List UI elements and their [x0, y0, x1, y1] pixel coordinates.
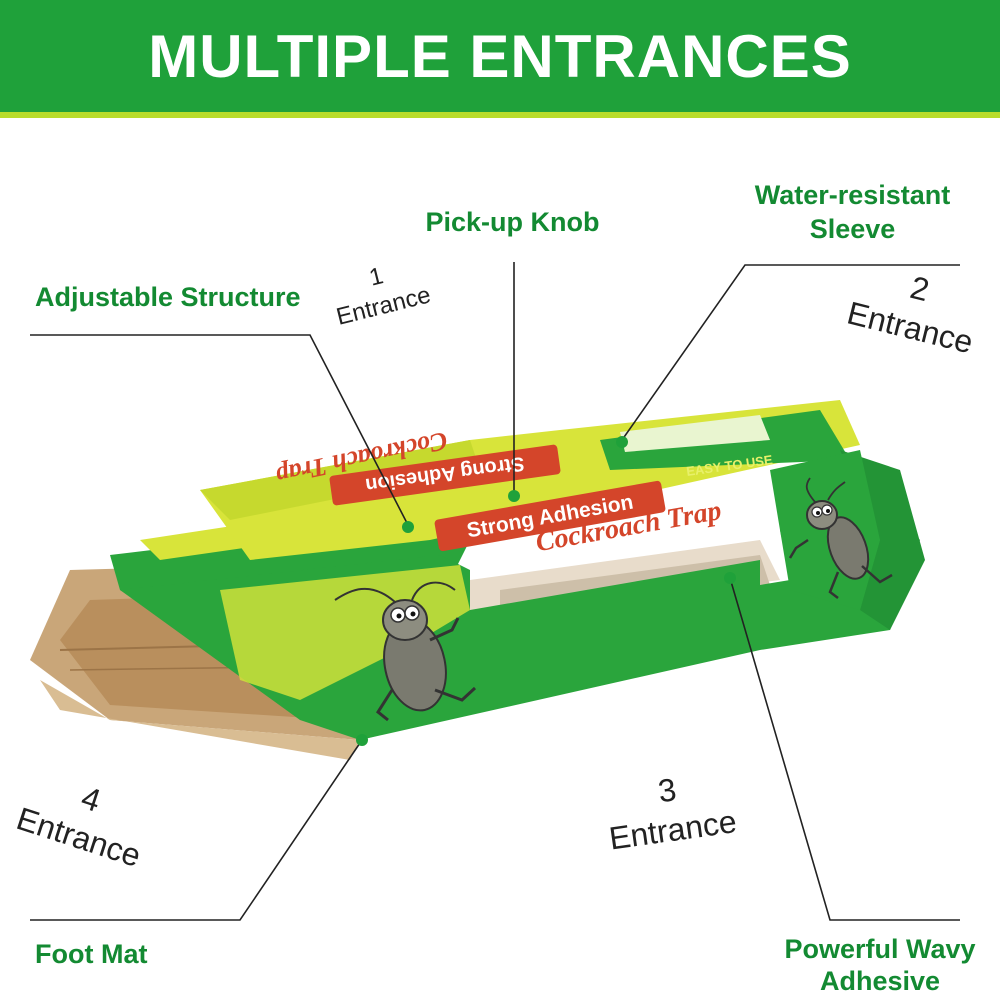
label-wavy-line2: Adhesive [819, 966, 941, 996]
cockroach-illustration-right [788, 477, 893, 599]
label-water-resistant-line2: Sleeve [809, 214, 896, 244]
label-pick-up-knob: Pick-up Knob [425, 207, 600, 237]
cockroach-illustration-left [334, 581, 477, 722]
header-banner: MULTIPLE ENTRANCES [0, 0, 1000, 118]
label-powerful-wavy-adhesive: Powerful Wavy Adhesive [770, 933, 990, 997]
label-foot-mat: Foot Mat [35, 939, 148, 969]
label-water-resistant-sleeve: Water-resistant Sleeve [735, 178, 970, 246]
leader-powerful-wavy-adhesive [729, 577, 960, 921]
leader-adjustable-structure [30, 334, 409, 526]
label-adjustable-structure: Adjustable Structure [35, 282, 301, 312]
label-wavy-line1: Powerful Wavy [784, 934, 976, 964]
leader-water-resistant-sleeve [621, 264, 960, 441]
page-title: MULTIPLE ENTRANCES [148, 23, 852, 90]
leader-foot-mat [30, 739, 363, 921]
leader-dots [356, 436, 736, 746]
label-water-resistant-line1: Water-resistant [754, 180, 951, 210]
leader-lines [30, 262, 960, 921]
